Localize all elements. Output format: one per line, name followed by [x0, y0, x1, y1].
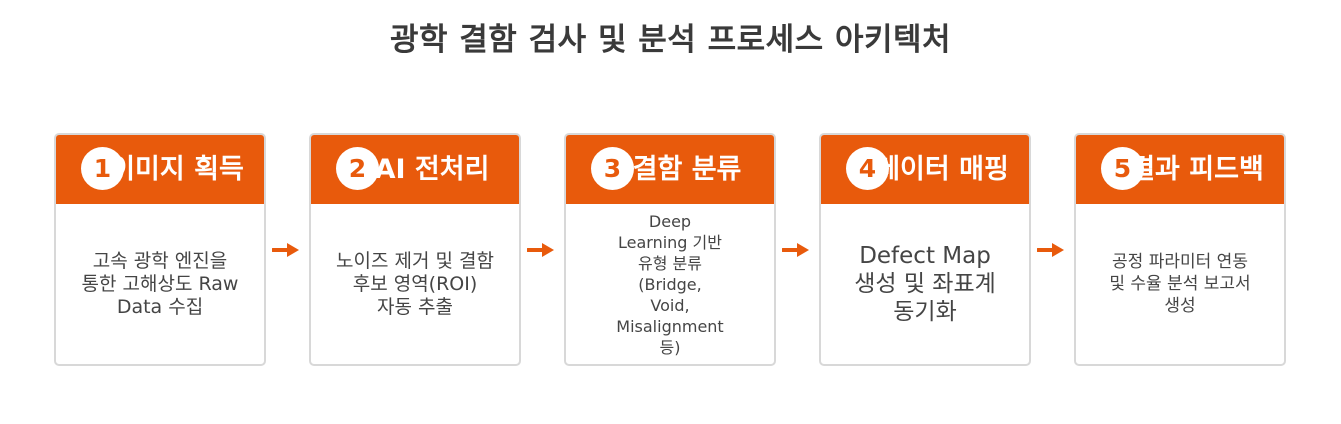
stage-description: Defect Map 생성 및 좌표계 동기화 — [821, 204, 1029, 364]
stage-title: 데이터 매핑 — [875, 154, 1009, 185]
step-number-badge: 2 — [336, 147, 379, 190]
stage-description-text: Deep Learning 기반 유형 분류 (Bridge, Void, Mi… — [616, 211, 724, 357]
stage-description: 고속 광학 엔진을 통한 고해상도 Raw Data 수집 — [56, 204, 264, 364]
stage-title: 결함 분류 — [632, 154, 742, 185]
stage-header: 3 결함 분류 — [566, 135, 774, 204]
diagram-title: 광학 결함 검사 및 분석 프로세스 아키텍처 — [389, 22, 952, 58]
step-number-badge: 1 — [81, 147, 124, 190]
step-number-badge: 4 — [846, 147, 889, 190]
arrow-right-icon — [527, 243, 554, 257]
stage-card-3: 3 결함 분류 Deep Learning 기반 유형 분류 (Bridge, … — [564, 133, 776, 366]
step-number-badge: 5 — [1101, 147, 1144, 190]
stage-title: AI 전처리 — [374, 154, 490, 185]
arrow-right-icon — [1037, 243, 1064, 257]
step-number-badge: 3 — [591, 147, 634, 190]
stage-description-text: 공정 파라미터 연동 및 수율 분석 보고서 생성 — [1109, 252, 1251, 316]
stage-card-2: 2 AI 전처리 노이즈 제거 및 결함 후보 영역(ROI) 자동 추출 — [309, 133, 521, 366]
stage-description: 노이즈 제거 및 결함 후보 영역(ROI) 자동 추출 — [311, 204, 519, 364]
stage-header: 2 AI 전처리 — [311, 135, 519, 204]
stage-header: 4 데이터 매핑 — [821, 135, 1029, 204]
stage-description-text: 노이즈 제거 및 결함 후보 영역(ROI) 자동 추출 — [336, 249, 494, 318]
stage-card-4: 4 데이터 매핑 Defect Map 생성 및 좌표계 동기화 — [819, 133, 1031, 366]
stage-description: Deep Learning 기반 유형 분류 (Bridge, Void, Mi… — [566, 204, 774, 364]
arrow-right-icon — [782, 243, 809, 257]
stage-header: 5 결과 피드백 — [1076, 135, 1284, 204]
stage-description: 공정 파라미터 연동 및 수율 분석 보고서 생성 — [1076, 204, 1284, 364]
stage-title: 결과 피드백 — [1130, 154, 1264, 185]
stage-description-text: 고속 광학 엔진을 통한 고해상도 Raw Data 수집 — [81, 249, 239, 318]
stage-card-5: 5 결과 피드백 공정 파라미터 연동 및 수율 분석 보고서 생성 — [1074, 133, 1286, 366]
stage-title: 이미지 획득 — [110, 154, 244, 185]
stage-card-1: 1 이미지 획득 고속 광학 엔진을 통한 고해상도 Raw Data 수집 — [54, 133, 266, 366]
stage-description-text: Defect Map 생성 및 좌표계 동기화 — [854, 243, 996, 325]
arrow-right-icon — [272, 243, 299, 257]
stage-header: 1 이미지 획득 — [56, 135, 264, 204]
